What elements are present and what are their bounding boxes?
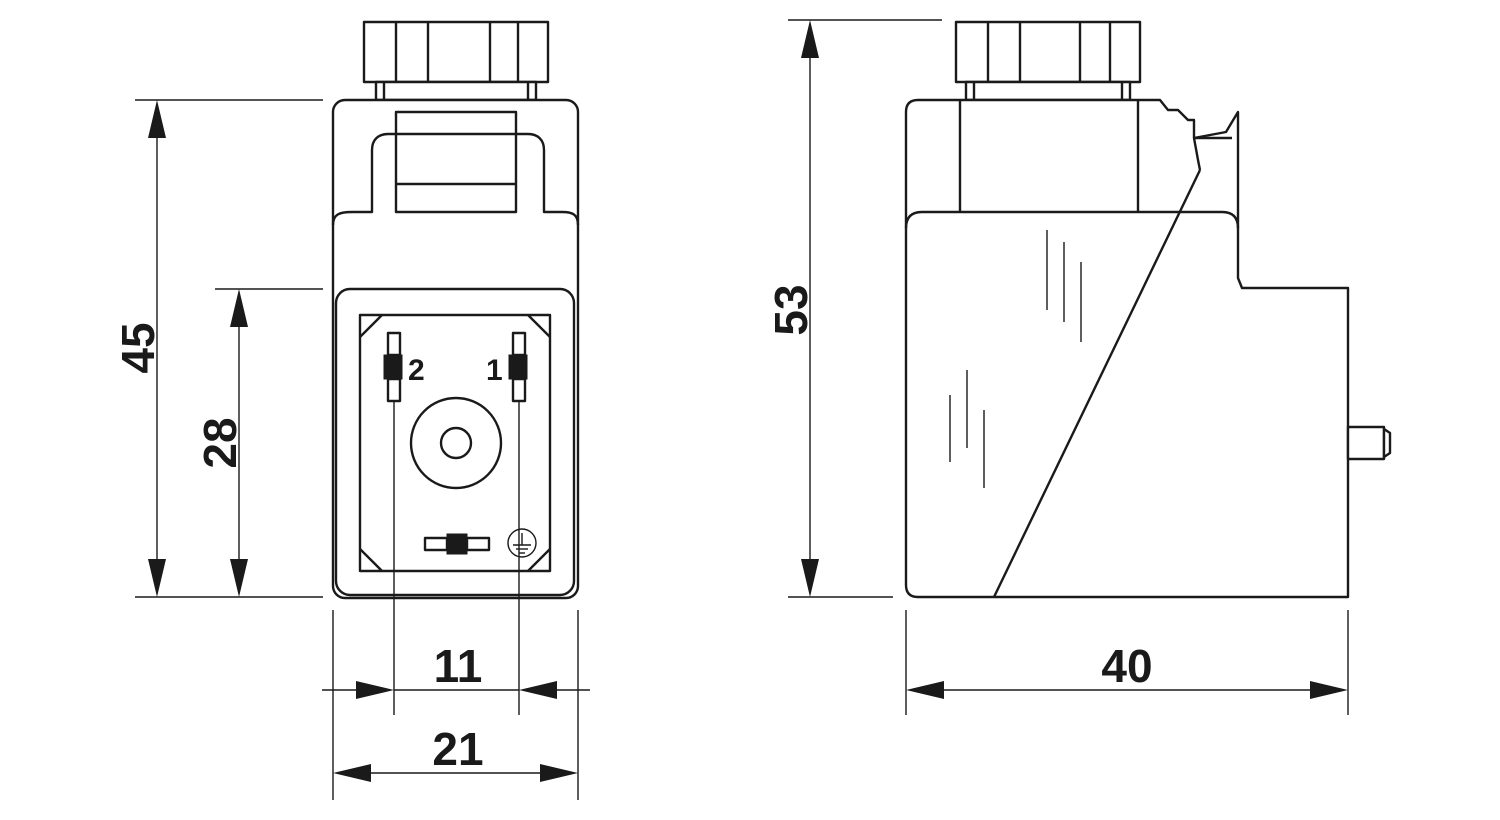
dim-depth-40: 40	[906, 640, 1348, 699]
front-latch	[331, 110, 580, 226]
dim-label-45: 45	[112, 322, 164, 373]
dim-height-53: 53	[765, 20, 819, 597]
dim-height-45: 45	[112, 100, 166, 597]
pin-bottom	[423, 533, 491, 555]
pin-label-1: 1	[486, 354, 503, 387]
dim-width-21: 21	[333, 723, 578, 782]
front-view: 2 1	[112, 20, 590, 800]
dim-label-28: 28	[194, 417, 246, 468]
side-pin	[1346, 425, 1392, 461]
side-view: 53 40	[765, 19, 1392, 715]
dim-label-11: 11	[434, 640, 483, 692]
front-contact-face: 2 1	[334, 287, 576, 597]
ground-icon	[507, 528, 537, 558]
pin-label-2: 2	[408, 354, 425, 387]
center-screw	[409, 396, 503, 490]
dim-height-28: 28	[194, 289, 248, 597]
dim-label-53: 53	[765, 284, 817, 335]
dim-label-21: 21	[432, 723, 483, 775]
side-body	[904, 98, 1350, 599]
front-cable-gland	[362, 20, 550, 102]
surface-hatch	[949, 230, 1082, 488]
dim-label-40: 40	[1101, 640, 1152, 692]
side-cable-gland	[954, 20, 1142, 102]
dim-width-11: 11	[322, 640, 590, 699]
front-body	[331, 98, 580, 600]
